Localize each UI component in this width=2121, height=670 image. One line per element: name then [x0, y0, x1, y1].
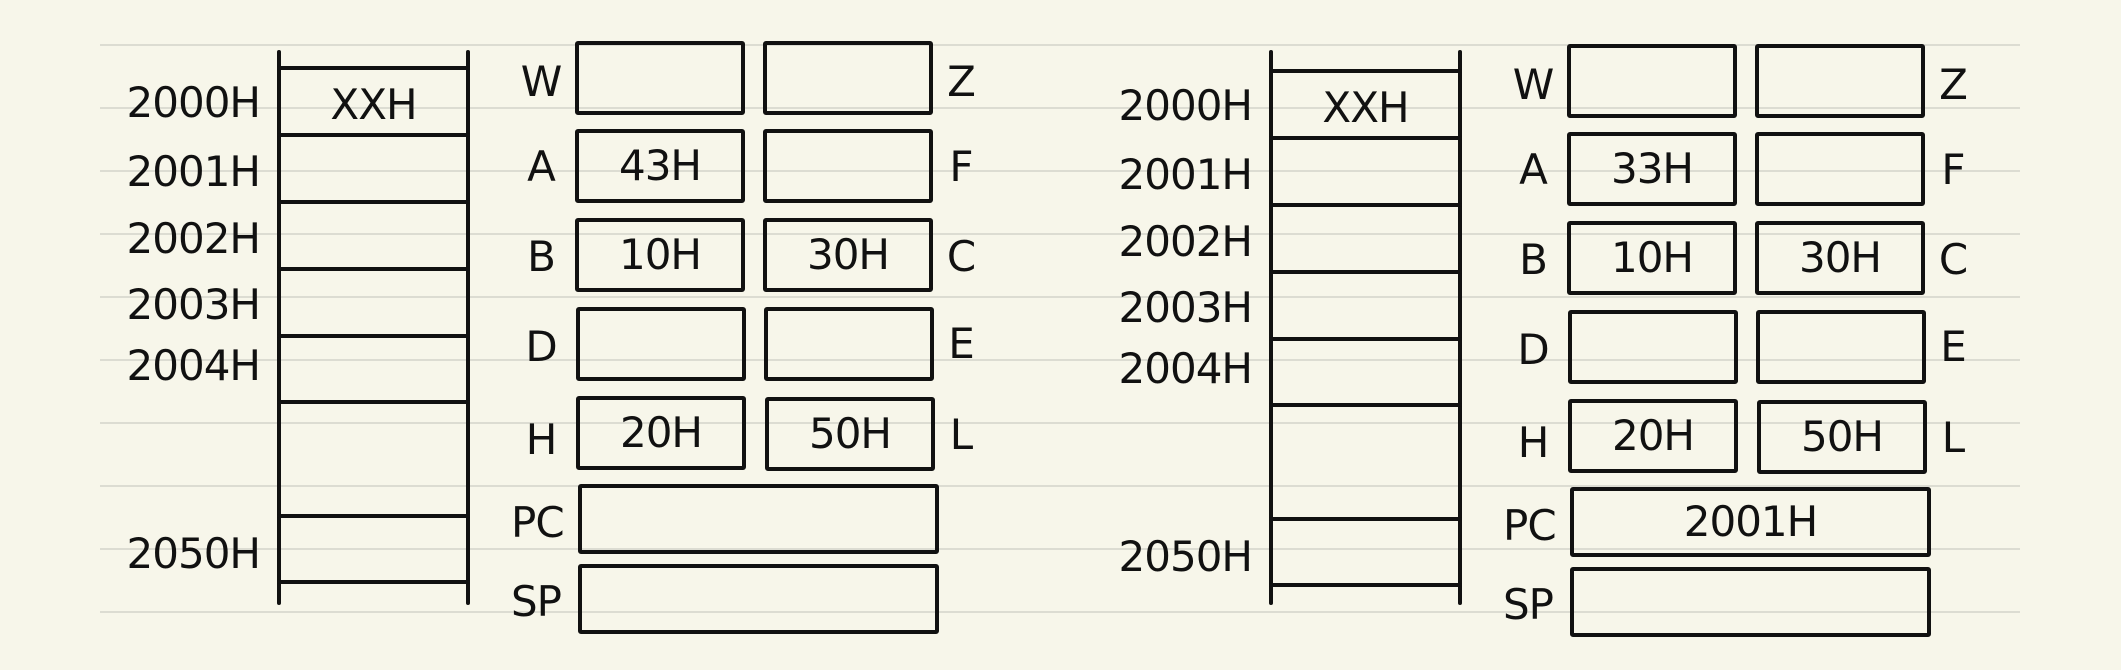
memory-divider	[277, 200, 470, 204]
register-label-h: H	[525, 415, 558, 464]
register-w	[575, 41, 745, 115]
register-h: 20H	[1568, 399, 1738, 473]
memory-right-rail	[1458, 50, 1462, 605]
register-h: 20H	[576, 396, 746, 470]
register-a: 43H	[575, 129, 745, 203]
register-b: 10H	[575, 218, 745, 292]
memory-right-rail	[466, 50, 470, 605]
memory-left-rail	[277, 50, 281, 605]
register-label-f: F	[949, 142, 973, 191]
memory-divider	[277, 334, 470, 338]
memory-divider	[1269, 203, 1462, 207]
register-sp	[1570, 567, 1931, 637]
register-label-l: L	[949, 410, 973, 459]
register-label-b: B	[527, 232, 556, 281]
memory-address: 2000H	[1118, 81, 1253, 130]
register-sp	[578, 564, 939, 634]
register-l-value: 50H	[1800, 412, 1884, 461]
register-c: 30H	[763, 218, 933, 292]
memory-divider	[1269, 337, 1462, 341]
memory-left-rail	[1269, 50, 1273, 605]
memory-divider	[277, 267, 470, 271]
register-pc	[578, 484, 939, 554]
register-label-l: L	[1941, 413, 1965, 462]
register-b: 10H	[1567, 221, 1737, 295]
register-label-h: H	[1517, 418, 1550, 467]
register-label-z: Z	[1939, 60, 1968, 109]
register-d	[576, 307, 746, 381]
register-l: 50H	[765, 397, 935, 471]
register-label-sp: SP	[511, 577, 562, 626]
register-label-z: Z	[947, 57, 976, 106]
register-label-a: A	[1519, 145, 1548, 194]
register-label-d: D	[1517, 325, 1549, 374]
register-z	[763, 41, 933, 115]
memory-address: 2002H	[126, 214, 261, 263]
register-label-a: A	[527, 142, 556, 191]
register-label-c: C	[1938, 235, 1968, 284]
diagram-after: 2000H 2001H 2002H 2003H 2004H 2050H XXH …	[990, 0, 1990, 670]
register-label-d: D	[525, 322, 557, 371]
memory-divider	[277, 514, 470, 518]
register-label-pc: PC	[1503, 501, 1557, 550]
memory-divider	[1269, 403, 1462, 407]
register-b-value: 10H	[1610, 233, 1694, 282]
memory-divider	[277, 66, 470, 70]
register-d	[1568, 310, 1738, 384]
memory-address: 2050H	[1118, 532, 1253, 581]
memory-divider	[277, 400, 470, 404]
register-label-e: E	[948, 319, 975, 368]
register-label-f: F	[1941, 145, 1965, 194]
register-h-value: 20H	[619, 408, 703, 457]
register-a-value: 43H	[618, 141, 702, 190]
memory-address: 2003H	[126, 280, 261, 329]
register-z	[1755, 44, 1925, 118]
register-label-c: C	[946, 232, 976, 281]
register-a-value: 33H	[1610, 144, 1694, 193]
diagram-before: 2000H 2001H 2002H 2003H 2004H 2050H XXH …	[0, 0, 1000, 670]
register-w	[1567, 44, 1737, 118]
memory-address: 2050H	[126, 529, 261, 578]
memory-address: 2000H	[126, 78, 261, 127]
register-f	[763, 129, 933, 203]
register-b-value: 10H	[618, 230, 702, 279]
register-l-value: 50H	[808, 409, 892, 458]
register-label-pc: PC	[511, 498, 565, 547]
register-l: 50H	[1757, 400, 1927, 474]
memory-divider	[1269, 136, 1462, 140]
memory-address: 2004H	[1118, 344, 1253, 393]
memory-divider	[1269, 69, 1462, 73]
register-e	[764, 307, 934, 381]
register-f	[1755, 132, 1925, 206]
memory-address: 2001H	[1118, 150, 1253, 199]
register-label-b: B	[1519, 235, 1548, 284]
register-c-value: 30H	[806, 230, 890, 279]
memory-address: 2002H	[1118, 217, 1253, 266]
register-label-sp: SP	[1503, 580, 1554, 629]
register-pc-value: 2001H	[1683, 497, 1818, 546]
memory-divider	[1269, 270, 1462, 274]
memory-value: XXH	[1322, 83, 1409, 132]
memory-divider	[1269, 583, 1462, 587]
register-label-w: W	[1512, 60, 1555, 109]
memory-divider	[277, 580, 470, 584]
memory-address: 2004H	[126, 341, 261, 390]
register-c-value: 30H	[1798, 233, 1882, 282]
register-label-e: E	[1940, 322, 1967, 371]
register-a: 33H	[1567, 132, 1737, 206]
register-h-value: 20H	[1611, 411, 1695, 460]
memory-value: XXH	[330, 80, 417, 129]
register-c: 30H	[1755, 221, 1925, 295]
register-e	[1756, 310, 1926, 384]
memory-divider	[277, 133, 470, 137]
memory-address: 2003H	[1118, 283, 1253, 332]
register-label-w: W	[520, 57, 563, 106]
memory-address: 2001H	[126, 147, 261, 196]
register-pc: 2001H	[1570, 487, 1931, 557]
memory-divider	[1269, 517, 1462, 521]
